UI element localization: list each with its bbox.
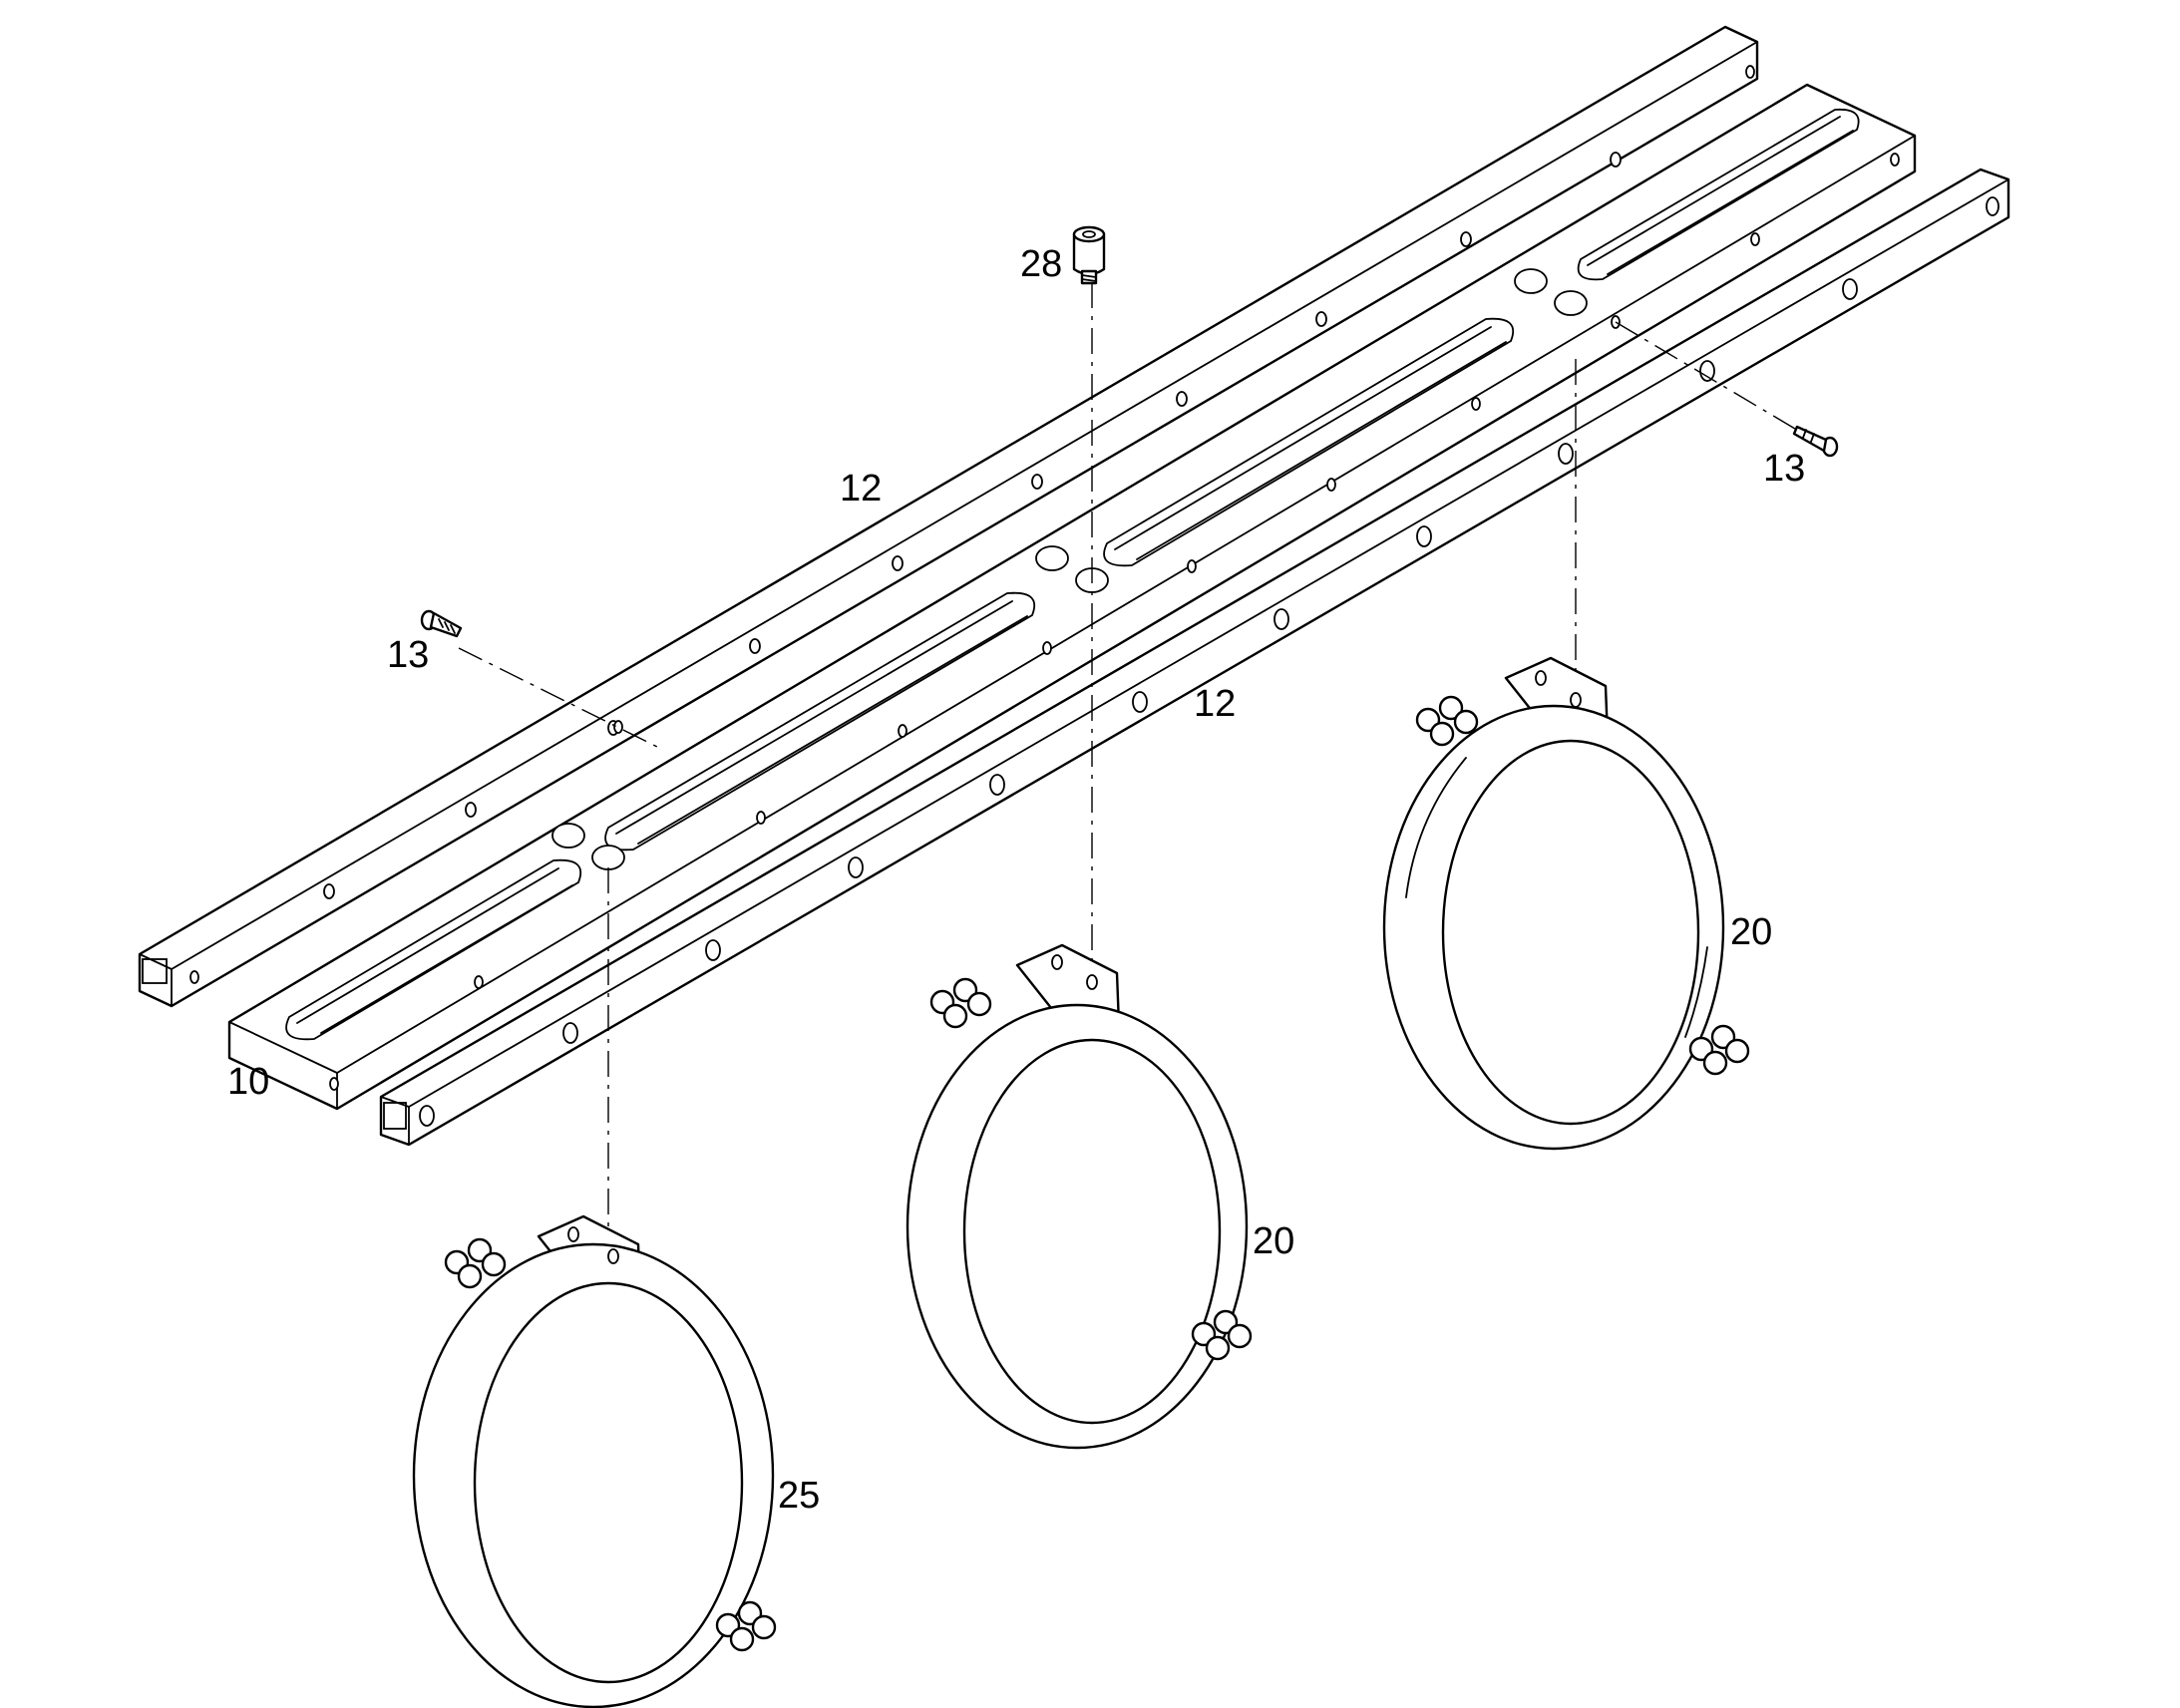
clamp-ring-right [1382, 656, 1750, 1151]
clamp-ring-middle [906, 943, 1253, 1450]
main-plate [227, 83, 1917, 1111]
bolt-pair-upper-left-clamp [444, 1237, 507, 1289]
bolt-pair-upper-middle-clamp [929, 977, 992, 1029]
callout-clamp-left: 25 [778, 1475, 820, 1517]
socket-head-bolt [1072, 225, 1106, 285]
callout-screw-left: 13 [387, 634, 429, 676]
center-lines [458, 282, 1796, 1241]
countersunk-screw-right [1792, 425, 1839, 458]
bolt-pair-lower-left-clamp [715, 1600, 777, 1652]
plate-small-holes [329, 153, 1900, 1091]
plate-slots [285, 108, 1860, 1041]
clamp-ring-left [412, 1214, 777, 1708]
side-rail-rear [138, 25, 1759, 1008]
callout-clamp-middle: 20 [1253, 1220, 1294, 1262]
rail-front-holes [419, 196, 1999, 1127]
bolt-pair-lower-middle-clamp [1191, 1309, 1253, 1361]
callout-screw-right: 13 [1763, 448, 1805, 490]
plate-bores [551, 268, 1588, 870]
side-rail-front [379, 168, 2010, 1147]
callout-bolt-top: 28 [1020, 243, 1062, 285]
callout-side-rail-front: 12 [1194, 683, 1236, 725]
bolt-pair-lower-right-clamp [1688, 1024, 1750, 1076]
callout-clamp-right: 20 [1730, 911, 1772, 953]
bolt-pair-upper-right-clamp [1415, 695, 1479, 747]
countersunk-screw-left [420, 609, 463, 638]
callout-main-rail: 10 [227, 1061, 269, 1103]
callout-side-rail-rear: 12 [840, 468, 882, 510]
